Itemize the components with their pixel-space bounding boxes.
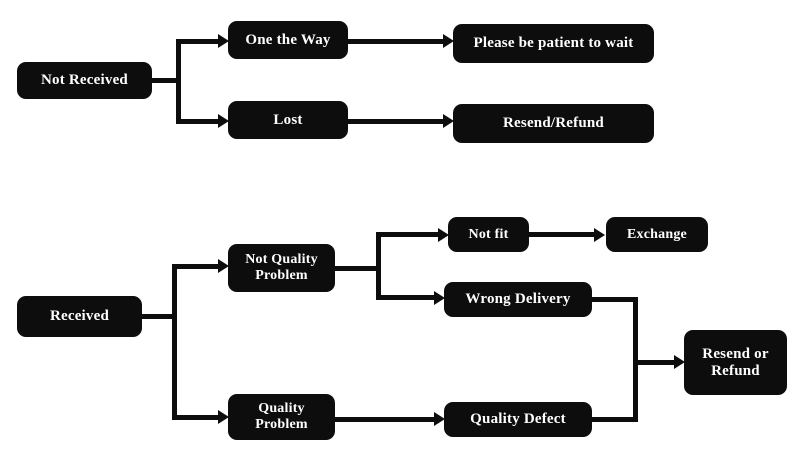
edge-received-stem xyxy=(142,314,176,319)
arrowhead-to-lost xyxy=(218,114,229,128)
arrowhead-to-one-the-way xyxy=(218,34,229,48)
edge-not-quality-problem-stem xyxy=(335,266,380,271)
arrowhead-to-exchange xyxy=(594,228,605,242)
node-wrong-delivery[interactable]: Wrong Delivery xyxy=(444,282,592,317)
edge-to-not-quality-problem xyxy=(172,264,222,269)
edge-received-junction xyxy=(172,266,177,420)
arrowhead-to-quality-problem xyxy=(218,410,229,424)
arrowhead-to-wrong-delivery xyxy=(434,291,445,305)
edge-merge-bar xyxy=(633,297,638,422)
edge-to-quality-problem xyxy=(172,415,222,420)
node-one-the-way[interactable]: One the Way xyxy=(228,21,348,59)
arrowhead-to-resend-or-refund xyxy=(674,355,685,369)
arrowhead-to-quality-defect xyxy=(434,412,445,426)
edge-to-lost xyxy=(176,119,222,124)
arrowhead-to-resend-refund xyxy=(443,114,454,128)
node-resend-refund[interactable]: Resend/Refund xyxy=(453,104,654,143)
edge-wrong-delivery-to-merge xyxy=(592,297,638,302)
node-not-received[interactable]: Not Received xyxy=(17,62,152,99)
node-exchange[interactable]: Exchange xyxy=(606,217,708,252)
edge-not-fit-to-exchange xyxy=(529,232,598,237)
edge-quality-problem-to-quality-defect xyxy=(335,417,438,422)
node-not-quality-problem[interactable]: Not Quality Problem xyxy=(228,244,335,292)
arrowhead-to-not-fit xyxy=(438,228,449,242)
node-resend-or-refund[interactable]: Resend or Refund xyxy=(684,330,787,395)
edge-to-not-fit xyxy=(376,232,442,237)
edge-one-the-way-to-please-wait xyxy=(348,39,447,44)
node-lost[interactable]: Lost xyxy=(228,101,348,139)
edge-to-wrong-delivery xyxy=(376,295,438,300)
edge-merge-to-resend-or-refund xyxy=(633,360,678,365)
edge-lost-to-resend-refund xyxy=(348,119,447,124)
edge-not-received-junction xyxy=(176,41,181,123)
edge-secondary-junction xyxy=(376,232,381,300)
edge-quality-defect-to-merge xyxy=(592,417,638,422)
edge-to-one-the-way xyxy=(176,39,222,44)
node-quality-defect[interactable]: Quality Defect xyxy=(444,402,592,437)
arrowhead-to-not-quality-problem xyxy=(218,259,229,273)
edge-not-received-stem xyxy=(152,78,180,83)
node-quality-problem[interactable]: Quality Problem xyxy=(228,394,335,440)
node-not-fit[interactable]: Not fit xyxy=(448,217,529,252)
arrowhead-to-please-wait xyxy=(443,34,454,48)
node-please-be-patient-to-wait[interactable]: Please be patient to wait xyxy=(453,24,654,63)
node-received[interactable]: Received xyxy=(17,296,142,337)
